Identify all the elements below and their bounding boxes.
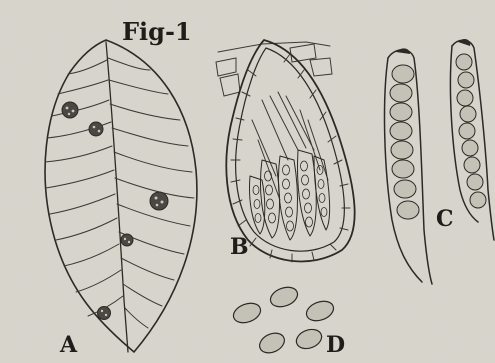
leaf-spot xyxy=(89,122,103,136)
figure-title: Fig-1 xyxy=(122,17,192,46)
leaf-spot xyxy=(98,307,111,320)
leaf-spot xyxy=(150,192,168,210)
label-a: A xyxy=(59,332,78,358)
label-c: C xyxy=(436,206,454,232)
leaf-spot xyxy=(121,234,133,246)
leaf-spot xyxy=(62,102,78,118)
label-b: B xyxy=(230,234,249,260)
label-d: D xyxy=(326,332,345,358)
